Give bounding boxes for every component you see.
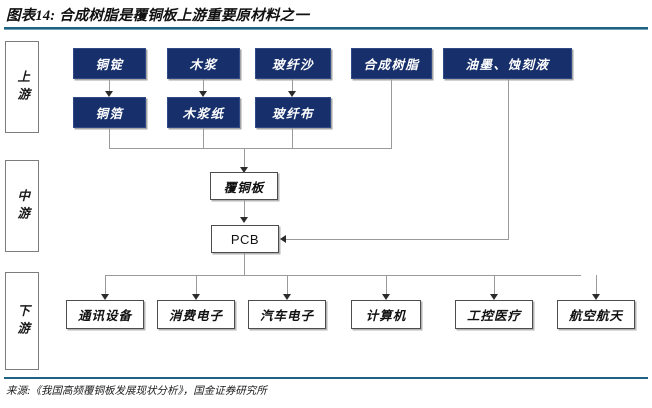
node-glass-fiber-sand-label: 玻纤沙 bbox=[271, 58, 314, 72]
stage-label-downstream: 下游 bbox=[5, 272, 39, 370]
node-copper-ingot-label: 铜锭 bbox=[95, 58, 124, 72]
node-copper-clad-laminate: 覆铜板 bbox=[210, 172, 278, 200]
stage-label-downstream-text: 下游 bbox=[15, 303, 30, 339]
node-copper-ingot: 铜锭 bbox=[73, 48, 146, 79]
stage-label-upstream-text: 上游 bbox=[15, 69, 30, 105]
node-consumer-electronics-label: 消费电子 bbox=[168, 309, 223, 323]
node-glass-fiber-cloth-label: 玻纤布 bbox=[271, 107, 314, 121]
node-ink-etchant: 油墨、蚀刻液 bbox=[443, 48, 572, 79]
node-glass-fiber-sand: 玻纤沙 bbox=[255, 48, 331, 79]
connector-foil-down bbox=[109, 128, 110, 148]
connector-cloth-down bbox=[292, 128, 293, 148]
connector-copper-ingot-to-foil bbox=[109, 79, 110, 93]
source-note: 来源:《我国高频覆铜板发展现状分析》，国金证券研究所 bbox=[6, 386, 267, 397]
connector-drop-industrial bbox=[494, 275, 495, 296]
node-communication-equipment-label: 通讯设备 bbox=[77, 309, 132, 323]
connector-sand-to-cloth bbox=[292, 79, 293, 93]
node-pcb: PCB bbox=[211, 225, 279, 253]
arrowhead-pcb-right bbox=[280, 235, 286, 243]
arrowhead-glass-cloth bbox=[288, 91, 296, 97]
arrowhead-aerospace bbox=[592, 294, 600, 300]
node-wood-pulp: 木浆 bbox=[167, 48, 240, 79]
node-pcb-label: PCB bbox=[230, 231, 260, 247]
arrowhead-ccl bbox=[240, 167, 248, 173]
connector-drop-computer bbox=[386, 275, 387, 296]
node-aerospace: 航空航天 bbox=[557, 300, 635, 329]
arrowhead-pulp-paper bbox=[199, 91, 207, 97]
arrowhead-copper-foil bbox=[105, 91, 113, 97]
node-pulp-paper: 木浆纸 bbox=[167, 97, 240, 128]
node-computer-label: 计算机 bbox=[365, 309, 407, 323]
footer-divider bbox=[4, 377, 648, 379]
connector-upstream-merge-bus bbox=[109, 148, 392, 149]
arrowhead-industrial bbox=[490, 294, 498, 300]
connector-ink-etchant-down bbox=[508, 79, 509, 240]
connector-drop-consumer bbox=[196, 275, 197, 296]
arrowhead-consumer bbox=[192, 294, 200, 300]
node-communication-equipment: 通讯设备 bbox=[66, 300, 144, 329]
connector-ccl-to-pcb bbox=[244, 200, 245, 219]
connector-paper-down bbox=[203, 128, 204, 148]
title-divider-secondary bbox=[4, 29, 648, 30]
node-pulp-paper-label: 木浆纸 bbox=[182, 107, 225, 121]
stage-label-midstream-text: 中游 bbox=[15, 188, 30, 224]
node-industrial-medical-label: 工控医疗 bbox=[466, 309, 521, 323]
connector-drop-aerospace bbox=[596, 275, 597, 296]
node-glass-fiber-cloth: 玻纤布 bbox=[255, 97, 331, 128]
connector-pcb-down bbox=[244, 253, 245, 275]
title-divider bbox=[4, 27, 648, 29]
connector-downstream-bus bbox=[105, 275, 581, 276]
node-ink-etchant-label: 油墨、蚀刻液 bbox=[465, 58, 550, 72]
node-synthetic-resin-label: 合成树脂 bbox=[363, 58, 420, 72]
arrowhead-communication bbox=[101, 294, 109, 300]
connector-ink-etchant-to-pcb bbox=[285, 239, 509, 240]
node-copper-foil-label: 铜箔 bbox=[95, 107, 124, 121]
arrowhead-pcb bbox=[240, 217, 248, 223]
connector-resin-down bbox=[391, 79, 392, 148]
arrowhead-automotive bbox=[283, 294, 291, 300]
stage-label-upstream: 上游 bbox=[5, 41, 39, 133]
node-synthetic-resin: 合成树脂 bbox=[351, 48, 432, 79]
node-copper-clad-laminate-label: 覆铜板 bbox=[223, 180, 265, 195]
connector-bus-to-ccl bbox=[244, 148, 245, 170]
stage-label-midstream: 中游 bbox=[5, 160, 39, 252]
connector-drop-communication bbox=[105, 275, 106, 296]
node-industrial-medical: 工控医疗 bbox=[455, 300, 533, 329]
node-consumer-electronics: 消费电子 bbox=[157, 300, 235, 329]
node-copper-foil: 铜箔 bbox=[73, 97, 146, 128]
figure-title: 图表14: 合成树脂是覆铜板上游重要原材料之一 bbox=[6, 8, 310, 24]
node-computer: 计算机 bbox=[351, 300, 421, 329]
arrowhead-computer bbox=[382, 294, 390, 300]
node-automotive-electronics: 汽车电子 bbox=[248, 300, 326, 329]
node-automotive-electronics-label: 汽车电子 bbox=[259, 309, 314, 323]
node-wood-pulp-label: 木浆 bbox=[189, 58, 218, 72]
connector-drop-automotive bbox=[287, 275, 288, 296]
node-aerospace-label: 航空航天 bbox=[568, 309, 623, 323]
connector-pulp-to-paper bbox=[203, 79, 204, 93]
